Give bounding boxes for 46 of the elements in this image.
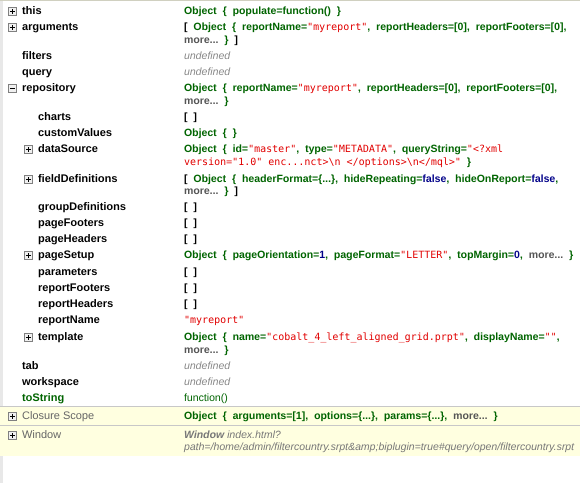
property-name: pageHeaders xyxy=(38,233,108,245)
value-text: function() xyxy=(184,392,228,404)
value-text: [ ] xyxy=(184,201,197,213)
property-name: template xyxy=(38,331,84,343)
value-text: Object { reportName="myreport", reportHeaders=[0], reportFooters=[0], more... } xyxy=(184,82,558,107)
value-text: Window index.html?path=/home/admin/filtercountry.srpt&amp;biplugin=true#query/open/filtercountry.srpt xyxy=(184,429,574,453)
property-name: query xyxy=(22,66,52,78)
property-name: parameters xyxy=(38,266,98,278)
property-name: filters xyxy=(22,50,52,62)
value-text: [ Object { reportName="myreport", reportHeaders=[0], reportFooters=[0], more... } ] xyxy=(184,21,566,46)
property-name: Closure Scope xyxy=(22,410,94,422)
value-text: [ ] xyxy=(184,217,197,229)
property-name: this xyxy=(22,5,42,17)
property-name: arguments xyxy=(22,21,78,33)
property-name: reportFooters xyxy=(38,282,110,294)
value-text: undefined xyxy=(184,66,230,78)
value-text: Object { name="cobalt_4_left_aligned_grid.prpt", displayName="", more... } xyxy=(184,331,560,356)
value-text: undefined xyxy=(184,376,230,388)
value-text: Object { arguments=[1], options={...}, params={...}, more... } xyxy=(184,410,498,422)
property-name: workspace xyxy=(22,376,79,388)
value-text: [ Object { headerFormat={...}, hideRepeating=false, hideOnReport=false, more... } ] xyxy=(184,173,558,197)
value-text: [ ] xyxy=(184,298,197,310)
property-name: reportHeaders xyxy=(38,298,114,310)
property-name: toString xyxy=(22,392,64,404)
value-text: Object { id="master", type="METADATA", queryString="<?xml version="1.0" enc...nct>\n </options>\n</mql>" } xyxy=(184,143,504,168)
property-name: groupDefinitions xyxy=(38,201,126,213)
value-text: [ ] xyxy=(184,111,197,123)
property-name: tab xyxy=(22,360,38,372)
property-name: pageSetup xyxy=(38,249,94,261)
value-text: Object { } xyxy=(184,127,237,139)
property-name: pageFooters xyxy=(38,217,104,229)
value-text: "myreport" xyxy=(184,315,244,326)
property-name: reportName xyxy=(38,314,100,326)
value-text: [ ] xyxy=(184,282,197,294)
property-name: charts xyxy=(38,111,72,123)
value-text: [ ] xyxy=(184,266,197,278)
property-name: fieldDefinitions xyxy=(38,173,118,185)
property-name: repository xyxy=(22,82,76,94)
property-name: dataSource xyxy=(38,143,98,155)
value-text: [ ] xyxy=(184,233,197,245)
property-name: Window xyxy=(22,429,62,441)
value-text: Object { pageOrientation=1, pageFormat="LETTER", topMargin=0, more... } xyxy=(184,249,574,261)
value-text: undefined xyxy=(184,50,230,62)
value-text: Object { populate=function() } xyxy=(184,5,341,17)
property-name: customValues xyxy=(38,127,112,139)
value-text: undefined xyxy=(184,360,230,372)
